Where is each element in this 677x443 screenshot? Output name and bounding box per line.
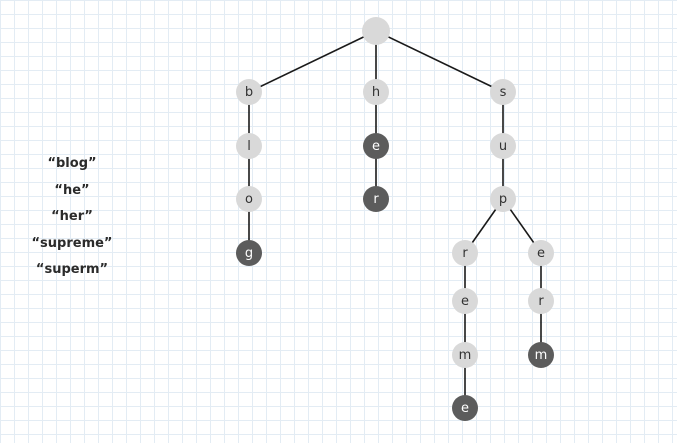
trie-node: e [363, 133, 389, 159]
trie-node-terminal-circle [236, 240, 262, 266]
trie-node-circle [490, 79, 516, 105]
trie-node-label: b [245, 85, 253, 100]
trie-node-circle [236, 133, 262, 159]
trie-node: l [236, 133, 262, 159]
trie-node: b [236, 79, 262, 105]
trie-node-label: m [459, 348, 472, 363]
trie-node-circle [528, 240, 554, 266]
word-item: “blog” [47, 156, 97, 171]
trie-node-label: s [500, 85, 507, 100]
trie-node: r [363, 186, 389, 212]
trie-node-terminal-circle [528, 342, 554, 368]
trie-node: e [452, 288, 478, 314]
word-item: “her” [51, 209, 93, 224]
trie-node-terminal-circle [363, 186, 389, 212]
trie-node-label: u [499, 139, 507, 154]
trie-node: e [528, 240, 554, 266]
trie-node: r [452, 240, 478, 266]
word-item: “superm” [35, 262, 109, 277]
trie-node-label: e [461, 401, 469, 416]
trie-node: o [236, 186, 262, 212]
trie-node: m [528, 342, 554, 368]
trie-node-circle [236, 186, 262, 212]
trie-node: r [528, 288, 554, 314]
word-list: “blog” “he” “her” “supreme” “superm” [20, 151, 124, 284]
trie-node: g [236, 240, 262, 266]
word-item: “supreme” [31, 235, 113, 251]
trie-node-circle [363, 79, 389, 105]
trie-node-terminal-circle [452, 395, 478, 421]
trie-node-label: m [535, 348, 548, 363]
word-item: “he” [54, 182, 90, 198]
trie-node-label: r [373, 192, 379, 207]
trie-node: u [490, 133, 516, 159]
trie-node-circle [452, 342, 478, 368]
trie-edge [375, 30, 504, 93]
trie-node-label: o [245, 192, 253, 207]
trie-node: e [452, 395, 478, 421]
trie-node-circle [528, 288, 554, 314]
trie-node-circle [236, 79, 262, 105]
trie-node-label: l [247, 139, 251, 154]
trie-node: p [490, 186, 516, 212]
trie-node-label: r [462, 246, 468, 261]
trie-node-circle [452, 288, 478, 314]
trie-node: h [363, 79, 389, 105]
trie-node-label: e [461, 294, 469, 309]
trie-root-node [362, 17, 390, 45]
trie-node-label: r [538, 294, 544, 309]
trie-node-label: e [537, 246, 545, 261]
trie-node-circle [490, 133, 516, 159]
trie-node-label: e [372, 139, 380, 154]
trie-node: s [490, 79, 516, 105]
trie-node-terminal-circle [363, 133, 389, 159]
trie-node-circle [490, 186, 516, 212]
trie-nodes: b l o g h e r s u p r e m e e r m [236, 17, 554, 421]
trie-node-circle [452, 240, 478, 266]
trie-node: m [452, 342, 478, 368]
trie-node-label: g [245, 246, 253, 261]
trie-node-label: p [499, 192, 507, 207]
trie-edge [248, 30, 377, 93]
trie-node-label: h [372, 85, 380, 100]
